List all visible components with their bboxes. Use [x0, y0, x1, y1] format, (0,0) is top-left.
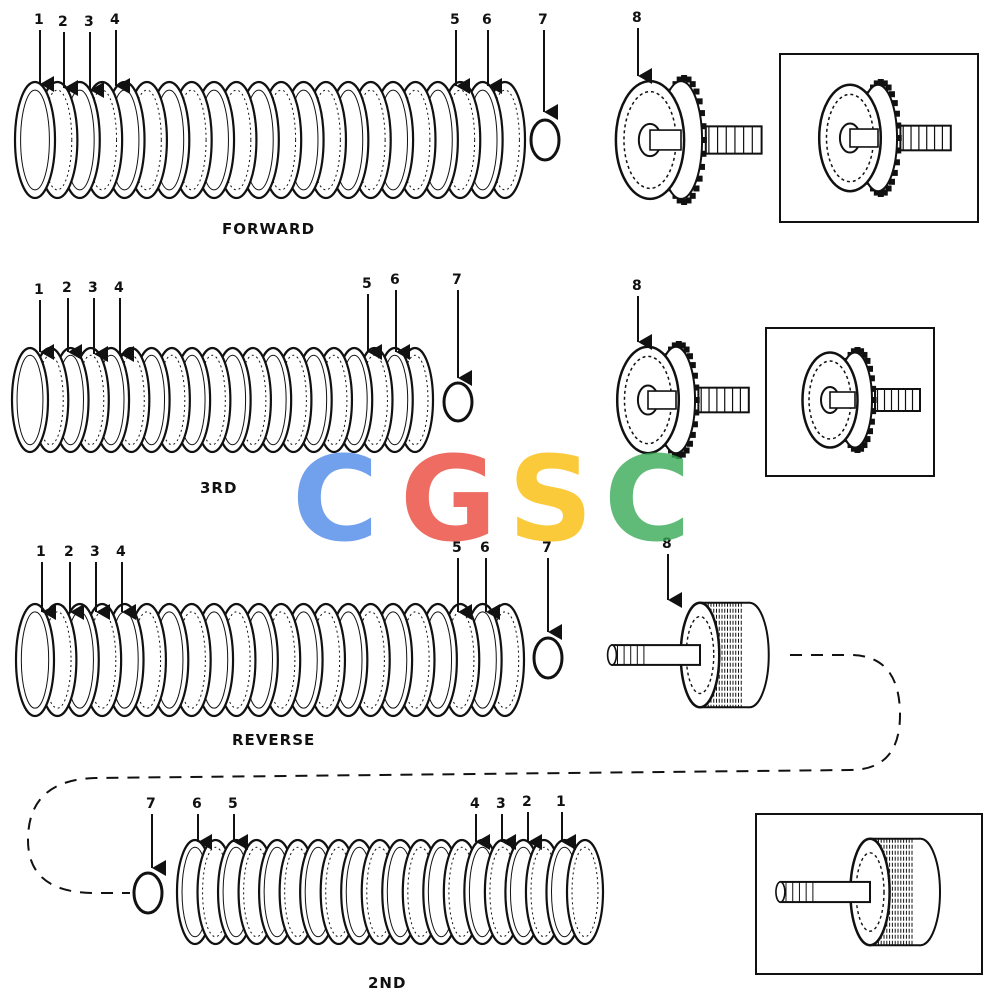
- watermark-logo: C G S C: [292, 430, 691, 568]
- part-label-5: 5: [452, 540, 462, 556]
- drum-body: [817, 79, 952, 197]
- drum-body: [775, 837, 942, 947]
- part-label-3: 3: [88, 280, 98, 296]
- part-label-6: 6: [390, 272, 400, 288]
- part-label-3: 3: [84, 14, 94, 30]
- clutch-drum-8: [615, 341, 750, 459]
- part-label-1: 1: [556, 794, 566, 810]
- part-label-1: 1: [34, 282, 44, 298]
- part-label-1: 1: [34, 12, 44, 28]
- section-caption: 3RD: [200, 479, 237, 497]
- part-labels: 1 2 3 4 5 6 7 8: [34, 10, 652, 120]
- part-label-5: 5: [228, 796, 238, 812]
- part-labels: 1 2 3 4 5 6 7 8: [36, 536, 682, 640]
- clutch-plate: [565, 838, 605, 946]
- snap-ring: [442, 381, 474, 423]
- snap-ring: [132, 871, 164, 915]
- part-label-2: 2: [62, 280, 72, 296]
- watermark-letter: C: [604, 430, 691, 568]
- drum-body: [801, 347, 921, 453]
- part-label-5: 5: [450, 12, 460, 28]
- drum-body: [614, 75, 763, 205]
- part-label-8: 8: [632, 278, 642, 294]
- part-label-7: 7: [146, 796, 156, 812]
- clutch-plate-stack: [10, 346, 435, 454]
- drum-inset-box: [779, 53, 979, 223]
- part-label-4: 4: [110, 12, 120, 28]
- drum-inset-box: [765, 327, 935, 477]
- part-label-3: 3: [90, 544, 100, 560]
- part-labels: 1 2 3 4 5 6 7 8: [34, 272, 652, 386]
- part-label-6: 6: [192, 796, 202, 812]
- watermark-letter: G: [400, 430, 497, 568]
- part-label-8: 8: [662, 536, 672, 552]
- part-label-6: 6: [480, 540, 490, 556]
- drum-body: [606, 601, 770, 709]
- clutch-plate-stack: [13, 80, 527, 200]
- section-3rd: 1 2 3 4 5 6 7 8 3RD: [10, 272, 935, 497]
- part-label-3: 3: [496, 796, 506, 812]
- section-2nd: 7 6 5 4 3 2 1 2ND: [132, 794, 983, 992]
- part-label-7: 7: [542, 540, 552, 556]
- watermark-letter: S: [508, 430, 593, 568]
- snap-ring: [529, 118, 561, 162]
- drum-inset-box: [755, 813, 983, 975]
- part-labels: 7 6 5 4 3 2 1: [146, 794, 576, 876]
- part-label-5: 5: [362, 276, 372, 292]
- part-label-7: 7: [452, 272, 462, 288]
- part-label-2: 2: [58, 14, 68, 30]
- section-forward: 1 2 3 4 5 6 7 8 FORWARD: [13, 10, 979, 238]
- clutch-plate: [13, 80, 57, 200]
- clutch-drum-8: [614, 75, 763, 205]
- clutch-plate-stack: [14, 602, 526, 718]
- clutch-plate-stack: [175, 838, 605, 946]
- part-label-1: 1: [36, 544, 46, 560]
- watermark-letter: C: [292, 430, 379, 568]
- part-label-4: 4: [470, 796, 480, 812]
- dashed-connector: [26, 654, 902, 894]
- part-label-7: 7: [538, 12, 548, 28]
- part-label-2: 2: [64, 544, 74, 560]
- section-caption: 2ND: [368, 974, 406, 992]
- section-caption: FORWARD: [222, 220, 315, 238]
- section-caption: REVERSE: [232, 731, 315, 749]
- snap-ring: [532, 636, 564, 680]
- part-label-4: 4: [114, 280, 124, 296]
- part-label-4: 4: [116, 544, 126, 560]
- clutch-plate: [10, 346, 50, 454]
- drum-body: [615, 341, 750, 459]
- section-reverse: 1 2 3 4 5 6 7 8 REVERSE: [14, 536, 770, 749]
- clutch-plate: [14, 602, 56, 718]
- clutch-drum-8: [606, 601, 770, 709]
- part-label-8: 8: [632, 10, 642, 26]
- part-label-2: 2: [522, 794, 532, 810]
- part-label-6: 6: [482, 12, 492, 28]
